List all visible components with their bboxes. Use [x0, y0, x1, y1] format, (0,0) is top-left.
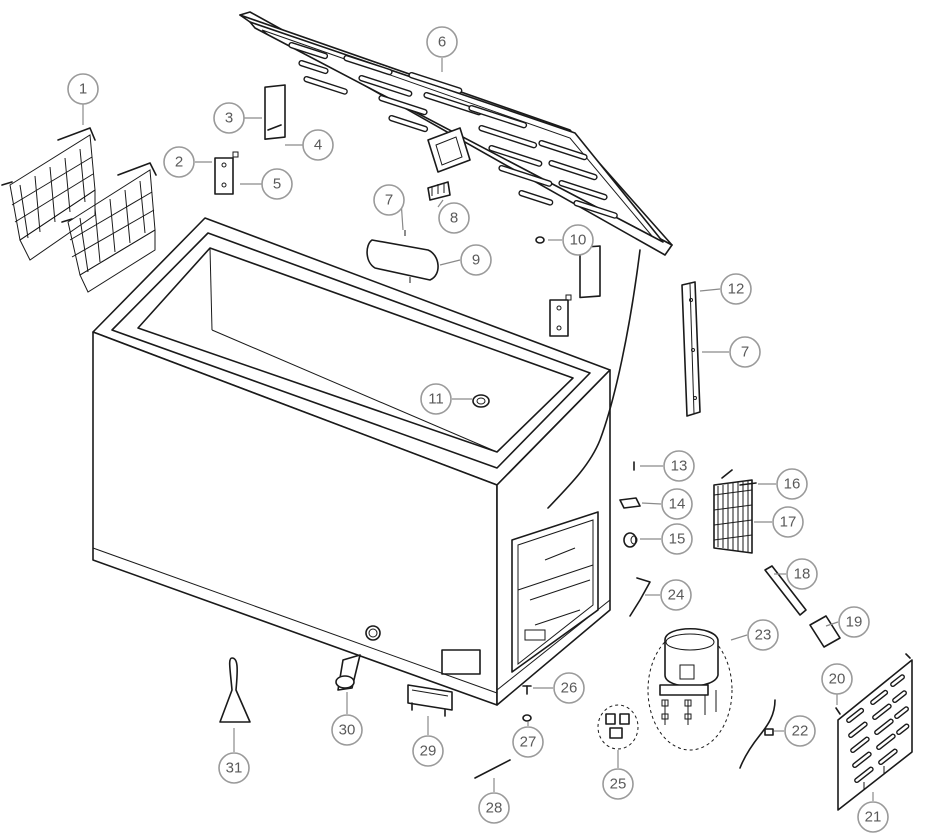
callout-26: 26: [553, 672, 585, 704]
callout-30: 30: [331, 714, 363, 746]
back-vent-panel: [837, 659, 913, 811]
callout-label-5: 5: [273, 176, 281, 193]
callout-label-31: 31: [226, 760, 243, 777]
callout-13: 13: [663, 450, 695, 482]
callout-label-27: 27: [520, 734, 537, 751]
callout-label-19: 19: [846, 614, 863, 631]
callout-8: 8: [438, 202, 470, 234]
screw-20b: [905, 653, 911, 659]
drain-hose: [335, 654, 361, 691]
callout-label-9: 9: [472, 252, 480, 269]
callout-label-2: 2: [175, 154, 183, 171]
callout-21: 21: [857, 801, 889, 833]
callout-label-6: 6: [438, 34, 446, 51]
callout-3: 3: [213, 102, 245, 134]
callout-29: 29: [412, 735, 444, 767]
callout-31: 31: [218, 752, 250, 784]
cord-clamp: [764, 728, 774, 736]
callout-label-18: 18: [794, 566, 811, 583]
callout-label-14: 14: [669, 496, 686, 513]
callout-1: 1: [67, 73, 99, 105]
callout-label-29: 29: [420, 743, 437, 760]
callout-label-7b: 7: [741, 344, 749, 361]
callout-24: 24: [660, 579, 692, 611]
clamp-14: [619, 497, 641, 509]
callout-17: 17: [772, 506, 804, 538]
compressor-assembly: [647, 628, 733, 751]
wire-harness-lid: [547, 249, 641, 509]
callout-label-4: 4: [314, 137, 322, 154]
power-cord: [739, 699, 776, 769]
callout-2: 2: [163, 146, 195, 178]
callout-11: 11: [420, 383, 452, 415]
callout-7b: 7: [729, 336, 761, 368]
hinge-left: [214, 84, 286, 195]
filter-drier: [764, 565, 807, 616]
callout-5: 5: [261, 168, 293, 200]
callout-22: 22: [784, 715, 816, 747]
storage-baskets: [1, 127, 157, 293]
callout-label-7a: 7: [385, 192, 393, 209]
callout-10: 10: [562, 224, 594, 256]
ice-scraper: [219, 657, 251, 723]
hinge-right: [549, 245, 601, 337]
leader-lines: [82, 58, 874, 801]
callout-label-21: 21: [865, 809, 882, 826]
callout-14: 14: [661, 488, 693, 520]
callout-19: 19: [838, 606, 870, 638]
callout-15: 15: [661, 523, 693, 555]
callout-label-15: 15: [669, 531, 686, 548]
callout-label-10: 10: [570, 232, 587, 249]
callout-7a: 7: [373, 184, 405, 216]
lid: [239, 11, 673, 256]
callout-12: 12: [720, 273, 752, 305]
foam-pad-19: [809, 615, 841, 648]
callout-label-30: 30: [339, 722, 356, 739]
callout-20: 20: [821, 663, 853, 695]
freezer-cabinet: [92, 217, 611, 706]
callout-25: 25: [602, 768, 634, 800]
callout-6: 6: [426, 26, 458, 58]
front-trim-strip: [681, 281, 701, 417]
callout-28: 28: [478, 792, 510, 824]
callout-23: 23: [747, 619, 779, 651]
callout-18: 18: [786, 558, 818, 590]
condenser: [713, 469, 753, 554]
callout-label-26: 26: [561, 680, 578, 697]
lamp-switch: [427, 181, 451, 201]
callout-16: 16: [776, 468, 808, 500]
callout-9: 9: [460, 244, 492, 276]
callout-label-3: 3: [225, 110, 233, 127]
screw-20: [835, 707, 841, 715]
callout-label-16: 16: [784, 476, 801, 493]
screw-16: [739, 482, 757, 486]
callout-label-17: 17: [780, 514, 797, 531]
callout-label-1: 1: [79, 81, 87, 98]
screw-26: [522, 685, 532, 695]
washer-27: [522, 714, 532, 722]
callout-label-28: 28: [486, 800, 503, 817]
callout-label-25: 25: [610, 776, 627, 793]
small-grommet: [535, 236, 545, 244]
bushing-15: [623, 532, 638, 548]
callout-label-12: 12: [728, 281, 745, 298]
callout-27: 27: [512, 726, 544, 758]
callout-label-8: 8: [450, 210, 458, 227]
lamp-cover: [366, 230, 439, 283]
lid-vent-slots: [288, 41, 618, 219]
callout-label-24: 24: [668, 587, 685, 604]
rod-28: [474, 759, 511, 779]
callout-label-23: 23: [755, 627, 772, 644]
callout-label-22: 22: [792, 723, 809, 740]
leveling-foot: [407, 684, 453, 717]
callout-label-20: 20: [829, 671, 846, 688]
relay-25: [597, 704, 639, 750]
callout-4: 4: [302, 129, 334, 161]
drain-plug-interior: [472, 394, 490, 408]
callout-label-13: 13: [671, 458, 688, 475]
callout-label-11: 11: [428, 391, 444, 408]
pipe-24: [629, 577, 651, 617]
